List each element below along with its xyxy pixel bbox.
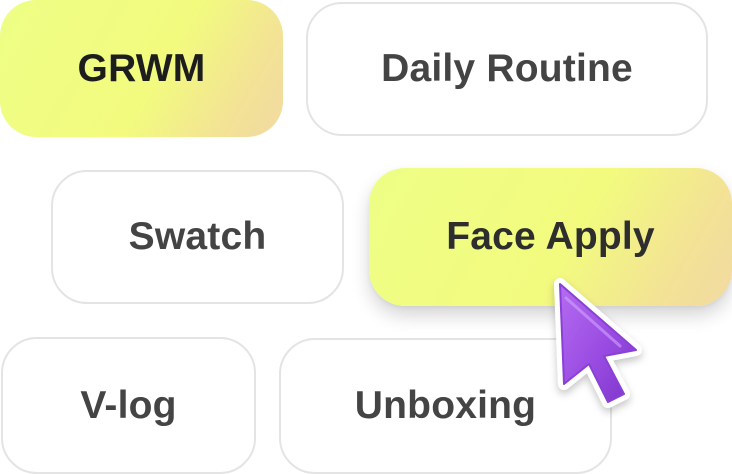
chip-unboxing[interactable]: Unboxing: [279, 338, 612, 474]
chip-label: V-log: [80, 383, 177, 427]
chip-grwm[interactable]: GRWM: [0, 0, 283, 137]
chip-label: GRWM: [77, 46, 206, 90]
chip-label: Unboxing: [354, 384, 537, 427]
pointer-cursor-icon: [554, 278, 642, 408]
chip-face-apply[interactable]: Face Apply: [369, 168, 732, 306]
chip-daily-routine[interactable]: Daily Routine: [306, 2, 708, 136]
chip-v-log[interactable]: V-log: [1, 337, 256, 474]
chip-label: Swatch: [128, 215, 267, 258]
chip-swatch[interactable]: Swatch: [51, 170, 344, 304]
chip-label: Face Apply: [446, 215, 655, 258]
chip-label: Daily Routine: [381, 47, 633, 90]
